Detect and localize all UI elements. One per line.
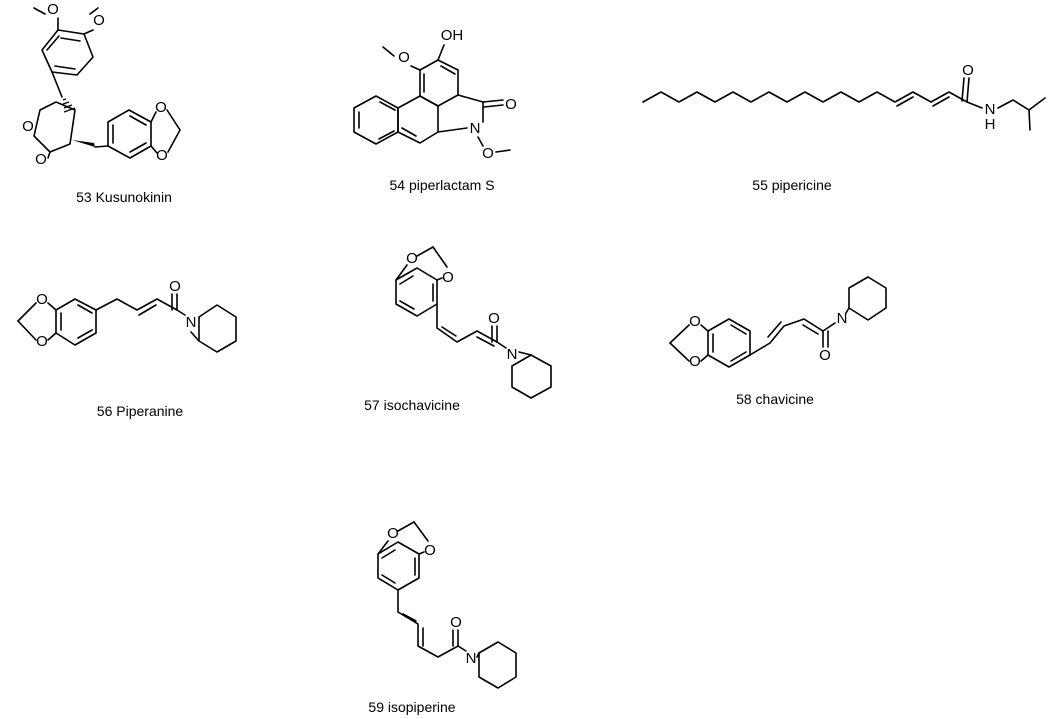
atom-n: N	[837, 310, 848, 327]
atom-o: O	[35, 151, 47, 168]
caption-53: 53 Kusunokinin	[76, 189, 172, 205]
structure-55-pipericine: O N H	[642, 62, 1046, 133]
structure-53-kusunokinin: O O O O O O	[22, 1, 181, 168]
atom-n: N	[466, 650, 477, 667]
atom-o: O	[505, 96, 517, 113]
atom-o: O	[406, 250, 418, 267]
atom-o: O	[819, 347, 831, 364]
atom-o: O	[22, 118, 34, 135]
caption-54: 54 piperlactam S	[389, 177, 494, 193]
caption-58: 58 chavicine	[736, 391, 814, 407]
atom-o: O	[36, 291, 48, 308]
structure-58-chavicine: O O O N	[669, 276, 887, 370]
atom-o: O	[387, 525, 399, 542]
atom-o: O	[424, 542, 436, 559]
caption-55: 55 pipericine	[752, 177, 832, 193]
atom-o: O	[155, 99, 167, 116]
atom-o: O	[47, 1, 59, 18]
atom-o: O	[169, 278, 181, 295]
atom-n: N	[470, 120, 481, 137]
atom-h: H	[985, 116, 996, 133]
caption-59: 59 isopiperine	[368, 699, 455, 715]
structure-56-piperanine: O O O N	[17, 278, 237, 353]
structure-54-piperlactam-s: OH O O N O	[353, 27, 517, 162]
atom-n: N	[507, 346, 518, 363]
caption-57: 57 isochavicine	[364, 397, 460, 413]
atom-o: O	[689, 353, 701, 370]
atom-o: O	[450, 614, 462, 631]
structure-59-isopiperine: O O O N	[377, 521, 517, 689]
atom-o: O	[482, 145, 494, 162]
atom-o: O	[689, 313, 701, 330]
atom-o: O	[156, 147, 168, 164]
atom-o: O	[93, 12, 105, 29]
atom-o: O	[442, 269, 454, 286]
structure-57-isochavicine: O O O N	[395, 246, 552, 399]
atom-o: O	[36, 333, 48, 350]
atom-n: N	[985, 101, 996, 118]
caption-56: 56 Piperanine	[97, 403, 184, 419]
atom-o: O	[962, 62, 974, 79]
atom-o: O	[398, 49, 410, 66]
atom-oh: OH	[441, 27, 464, 44]
atom-o: O	[488, 310, 500, 327]
atom-n: N	[186, 314, 197, 331]
